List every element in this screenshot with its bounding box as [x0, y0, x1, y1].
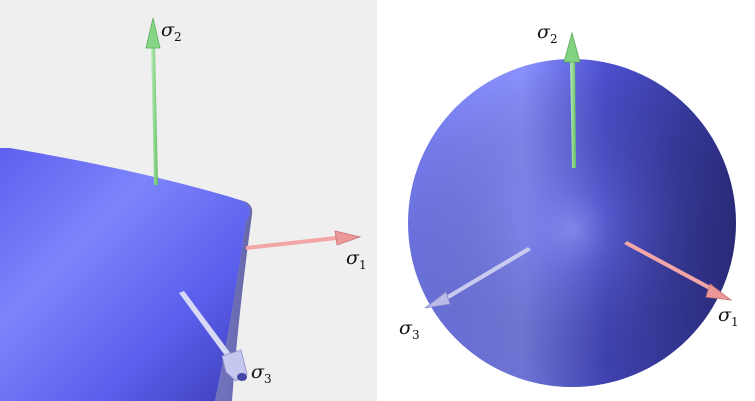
left-sigma2-label: σ2 [161, 19, 182, 44]
left-sigma3-label: σ3 [251, 361, 272, 386]
sigma2-axis-arrow [145, 17, 161, 185]
sigma2-axis-arrow-right [563, 31, 581, 168]
sigma1-axis-arrow [246, 230, 362, 250]
left-view: σ2 σ1 σ3 [0, 17, 367, 401]
cone-apex-highlight [408, 59, 736, 387]
right-view: σ2 σ1 σ3 [399, 21, 739, 387]
sigma1-axis-arrow-right [624, 241, 733, 301]
sigma3-axis-arrow-right [424, 247, 531, 309]
yield-surface-cube-edge [215, 200, 253, 401]
sigma3-axis-arrow [179, 291, 248, 382]
yield-surface-cube [0, 148, 250, 401]
right-sigma3-label: σ3 [399, 317, 420, 342]
left-sigma1-label: σ1 [346, 247, 367, 272]
right-sigma2-label: σ2 [537, 21, 558, 46]
right-sigma1-label: σ1 [718, 304, 739, 329]
